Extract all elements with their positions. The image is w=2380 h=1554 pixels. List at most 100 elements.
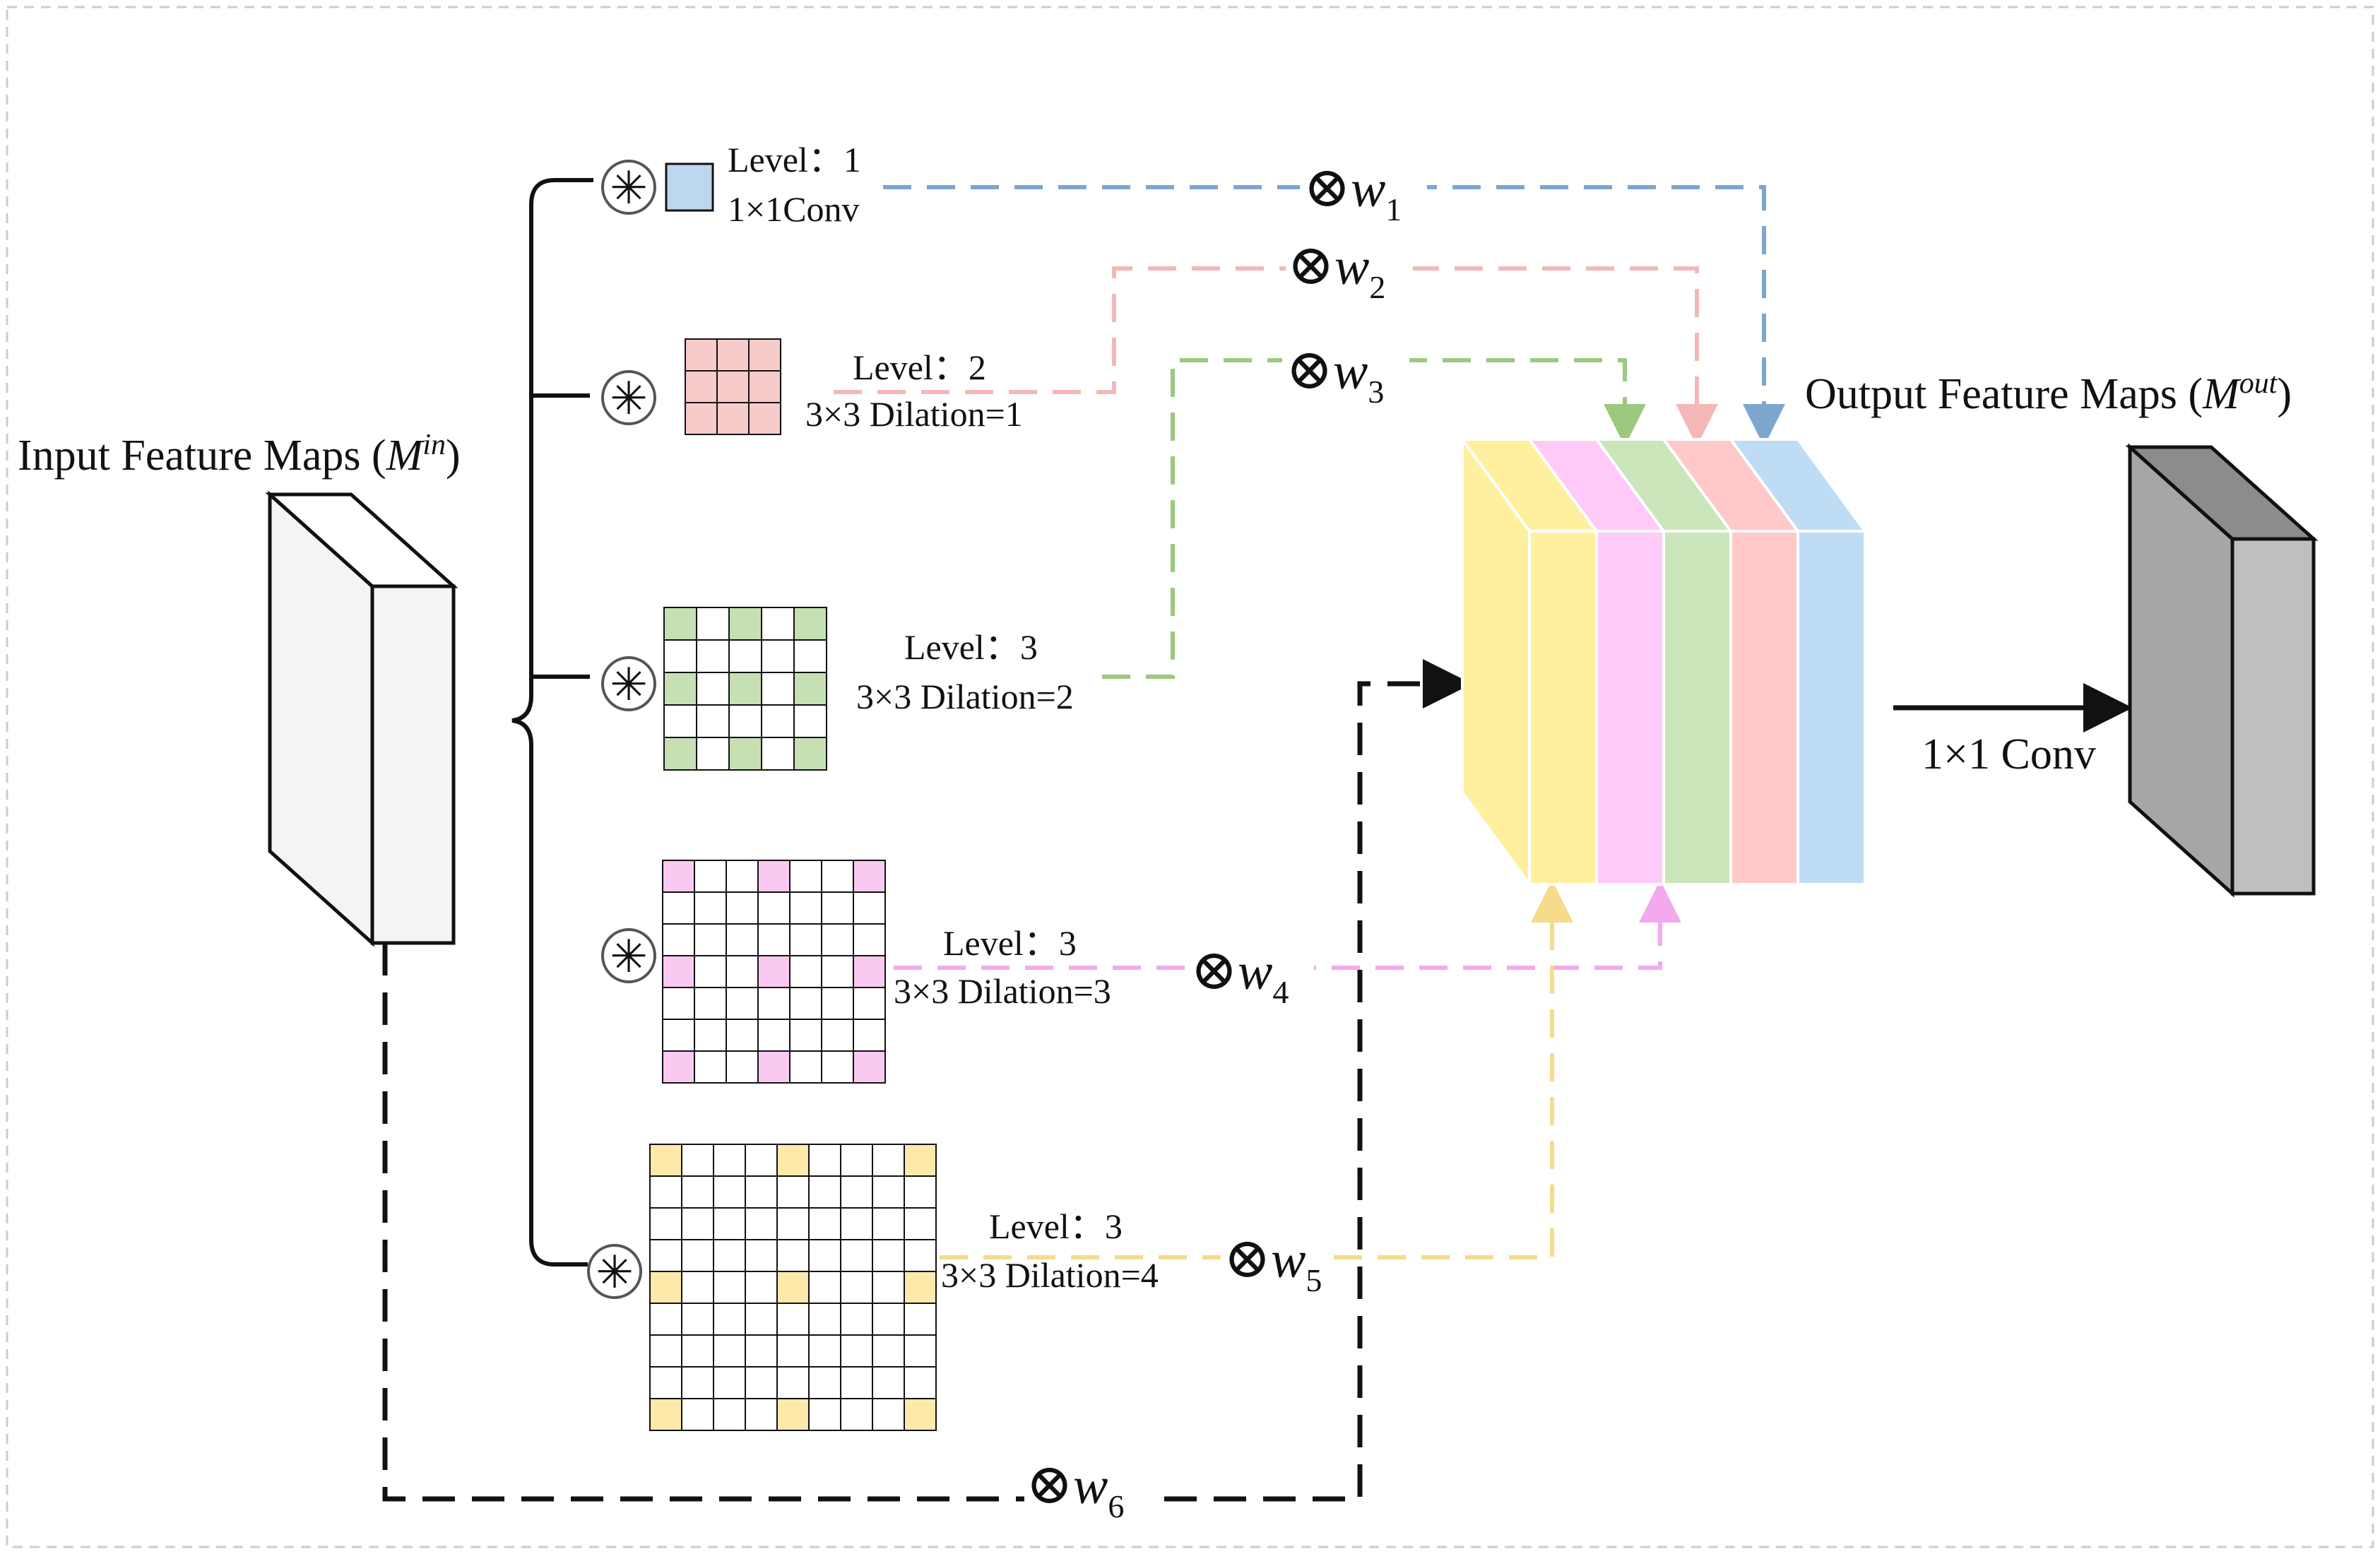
kernel-cell: [713, 1207, 746, 1240]
kernel-active-cell: [685, 402, 718, 435]
kernel-cell: [713, 1271, 746, 1304]
svg-text:✳: ✳: [596, 1247, 634, 1298]
kernel-cell: [745, 1334, 778, 1368]
kernel-cell: [808, 1207, 841, 1240]
conv-operator-1: ✳: [601, 160, 656, 215]
kernel-cell: [757, 1019, 791, 1052]
kernel-active-cell: [757, 955, 791, 988]
kernel-active-cell: [748, 370, 781, 403]
kernel-cell: [681, 1207, 714, 1240]
kernel-cell: [681, 1271, 714, 1304]
kernel-cell: [840, 1239, 873, 1272]
kernel-cell: [761, 639, 795, 673]
kernel-cell: [713, 1303, 746, 1336]
kernel-cell: [649, 1334, 682, 1368]
kernel-cell: [872, 1398, 905, 1431]
kernel-cell: [649, 1239, 682, 1272]
kernel-active-cell: [728, 737, 762, 771]
kernel-active-cell: [776, 1271, 810, 1304]
kernel-cell: [789, 955, 822, 988]
input-feature-maps-label: Input Feature Maps (Min): [18, 429, 461, 480]
branch-1-conv: 1×1Conv: [728, 189, 860, 229]
kernel-cell: [728, 639, 762, 673]
kernel-cell: [904, 1366, 937, 1399]
conv-operator-5: ✳: [587, 1244, 642, 1299]
conv-operator-3: ✳: [601, 656, 656, 711]
svg-text:✳: ✳: [610, 374, 648, 424]
kernel-cell: [853, 987, 886, 1020]
kernel-cell: [726, 955, 759, 988]
kernel-active-cell: [757, 860, 791, 893]
kernel-cell: [776, 1303, 810, 1336]
kernel-cell: [840, 1334, 873, 1368]
kernel-active-cell: [793, 672, 827, 706]
output-feature-map: [2125, 443, 2319, 898]
kernel-cell: [872, 1334, 905, 1368]
kernel-cell: [649, 1175, 682, 1209]
kernel-active-cell: [757, 1050, 791, 1084]
kernel-cell: [761, 672, 795, 706]
kernel-cell: [745, 1239, 778, 1272]
kernel-cell: [808, 1239, 841, 1272]
kernel-cell: [713, 1144, 746, 1177]
kernel-cell: [745, 1175, 778, 1209]
kernel-active-cell: [793, 737, 827, 771]
kernel-cell: [789, 891, 822, 925]
kernel-cell: [821, 987, 854, 1020]
kernel-dilation-2: [663, 607, 827, 771]
kernel-cell: [681, 1303, 714, 1336]
kernel-cell: [649, 1207, 682, 1240]
weight-w5: ⊗w5: [1224, 1228, 1322, 1298]
conv-operator-4: ✳: [601, 928, 656, 983]
kernel-cell: [808, 1366, 841, 1399]
kernel-cell: [713, 1175, 746, 1209]
kernel-cell: [696, 737, 730, 771]
kernel-cell: [696, 607, 730, 641]
kernel-cell: [662, 1019, 695, 1052]
kernel-cell: [696, 672, 730, 706]
kernel-cell: [872, 1366, 905, 1399]
kernel-cell: [761, 704, 795, 738]
kernel-active-cell: [776, 1398, 810, 1431]
kernel-cell: [853, 923, 886, 956]
input-feature-map: [265, 490, 458, 947]
kernel-active-cell: [662, 1050, 695, 1084]
kernel-cell: [808, 1334, 841, 1368]
kernel-cell: [840, 1366, 873, 1399]
kernel-cell: [776, 1366, 810, 1399]
kernel-cell: [713, 1334, 746, 1368]
kernel-cell: [662, 891, 695, 925]
kernel-active-cell: [904, 1144, 937, 1177]
branch-brace: [511, 178, 593, 1267]
kernel-active-cell: [685, 338, 718, 372]
branch-3-connector: [1102, 358, 1646, 679]
kernel-cell: [694, 891, 727, 925]
kernel-cell: [713, 1398, 746, 1431]
kernel-cell: [872, 1175, 905, 1209]
branch-3-level: Level：3: [904, 627, 1038, 667]
kernel-cell: [904, 1334, 937, 1368]
kernel-cell: [776, 1207, 810, 1240]
kernel-active-cell: [776, 1144, 810, 1177]
kernel-cell: [904, 1239, 937, 1272]
kernel-cell: [776, 1175, 810, 1209]
kernel-active-cell: [793, 607, 827, 641]
kernel-cell: [663, 704, 697, 738]
kernel-dilation-3: [662, 860, 886, 1084]
kernel-active-cell: [853, 955, 886, 988]
kernel-cell: [789, 860, 822, 893]
kernel-cell: [821, 1019, 854, 1052]
kernel-cell: [821, 860, 854, 893]
branch-2-level: Level：2: [853, 348, 986, 387]
kernel-cell: [681, 1366, 714, 1399]
kernel-cell: [694, 923, 727, 956]
kernel-dilation-1: [685, 338, 781, 435]
weight-w3: ⊗w3: [1286, 339, 1384, 410]
kernel-cell: [681, 1398, 714, 1431]
kernel-cell: [789, 987, 822, 1020]
kernel-cell: [726, 923, 759, 956]
kernel-active-cell: [904, 1398, 937, 1431]
kernel-cell: [745, 1366, 778, 1399]
kernel-cell: [726, 860, 759, 893]
